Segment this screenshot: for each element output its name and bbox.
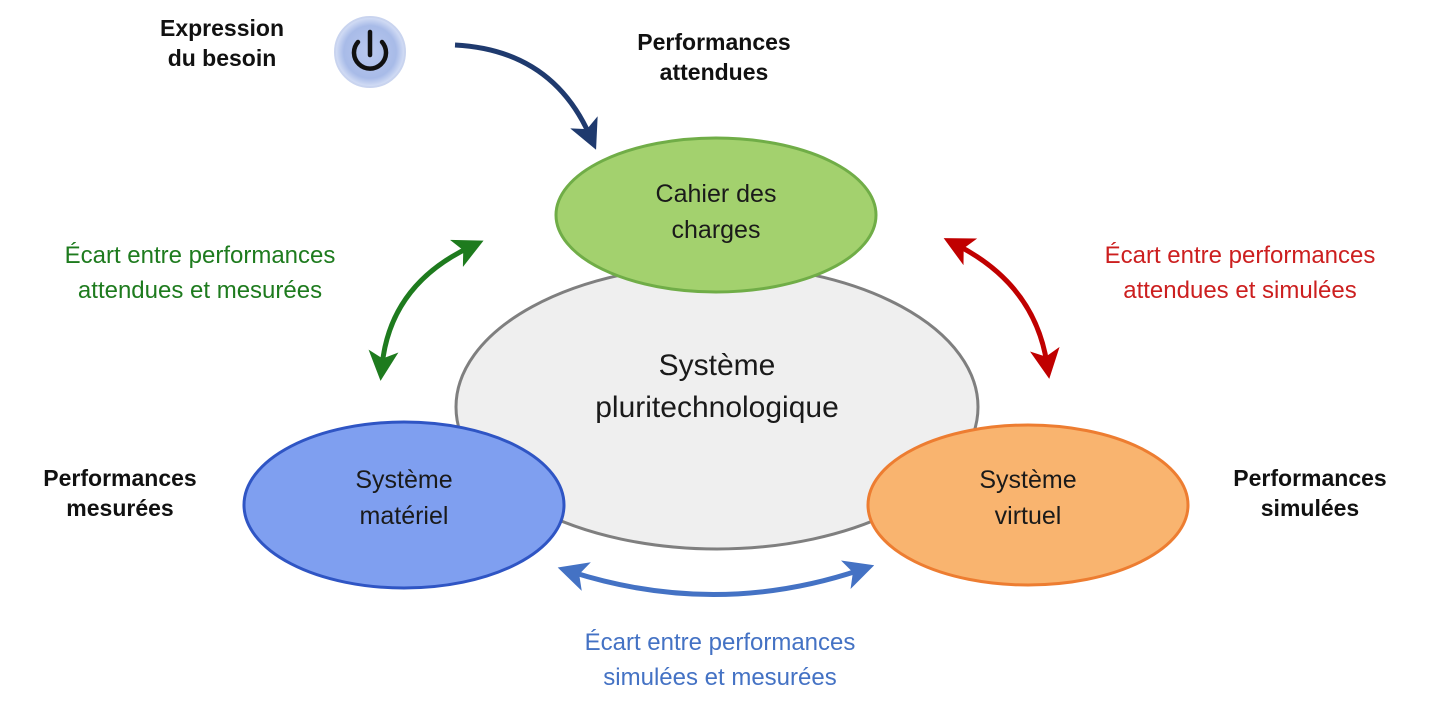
power-icon: [334, 16, 406, 88]
virtuel-label: Système virtuel: [979, 466, 1077, 531]
virtuel-ellipse: [866, 423, 1190, 587]
central-label: Système pluritechnologique: [595, 349, 839, 424]
expression-label: Expression du besoin: [160, 15, 284, 71]
arrow-besoin-cahier: [454, 42, 598, 150]
perf-attendues-label: Performances attendues: [637, 29, 791, 85]
arrow-attendues-simulees: [943, 238, 1060, 379]
gap-attendues-simulees-label: Écart entre performances attendues et si…: [1104, 242, 1376, 304]
gap-simulees-mesurees-label: Écart entre performances simulées et mes…: [584, 629, 856, 691]
arrow-simulees-mesurees: [557, 560, 875, 597]
arrow-attendues-mesurees: [368, 239, 484, 381]
materiel-ellipse: [242, 420, 566, 590]
perf-simulees-label: Performances simulées: [1233, 465, 1387, 521]
gap-attendues-mesurees-label: Écart entre performances attendues et me…: [64, 242, 336, 304]
cahier-ellipse: [554, 136, 878, 294]
cahier-label: Cahier des charges: [655, 180, 777, 245]
materiel-label: Système matériel: [355, 466, 453, 531]
perf-mesurees-label: Performances mesurées: [43, 465, 197, 521]
